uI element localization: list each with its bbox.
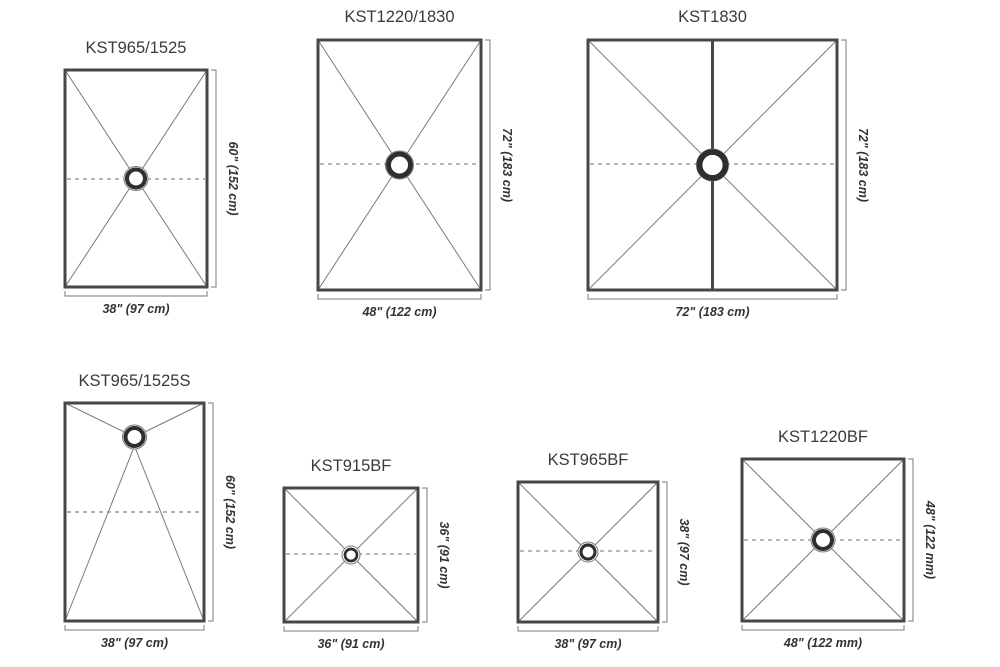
width-dimension-line <box>587 294 838 300</box>
pan-outline <box>740 457 906 623</box>
drain-icon <box>123 425 146 449</box>
slope-line <box>283 487 352 556</box>
slope-line <box>587 39 713 166</box>
width-label: 36" (91 cm) <box>317 637 384 651</box>
slope-line <box>517 551 589 623</box>
height-label: 38" (97 cm) <box>677 518 691 585</box>
height-dimension-line <box>841 39 847 291</box>
slope-line <box>135 69 208 179</box>
width-dimension-line <box>741 625 905 631</box>
pan-outline <box>586 38 839 292</box>
slope-line <box>350 554 419 623</box>
pan-outline <box>316 38 483 292</box>
slope-line <box>587 481 659 553</box>
height-label: 72" (183 cm) <box>856 128 870 202</box>
slope-line <box>712 164 838 291</box>
slope-line <box>822 539 905 622</box>
pan-kst1220-1830: KST1220/1830 48" (122 cm) 72" (183 cm) <box>316 8 514 319</box>
height-dimension-line <box>485 39 491 291</box>
height-label: 72" (183 cm) <box>500 128 514 202</box>
drain-icon <box>343 547 359 563</box>
height-label: 36" (91 cm) <box>437 521 451 588</box>
slope-line <box>135 178 208 288</box>
slope-line <box>134 445 205 622</box>
slope-line <box>712 39 838 166</box>
width-label: 72" (183 cm) <box>675 305 749 319</box>
drain-icon <box>124 167 148 190</box>
pan-kst965bf: KST965BF 38" (97 cm) 38" (97 cm) <box>516 451 691 651</box>
height-dimension-line <box>208 402 214 622</box>
pan-outline <box>63 401 206 623</box>
width-label: 38" (97 cm) <box>554 637 621 651</box>
pan-outline <box>516 480 660 624</box>
slope-line <box>741 458 824 541</box>
pan-kst1830: KST1830 72" (183 cm) 72" (183 cm) <box>586 8 870 319</box>
pan-title: KST915BF <box>311 457 392 475</box>
drain-icon <box>386 151 413 179</box>
height-dimension-line <box>211 69 217 288</box>
width-dimension-line <box>64 625 205 631</box>
pan-kst965-1525: KST965/1525 38" (97 cm) 60" (152 cm) <box>63 39 240 316</box>
slope-line <box>317 39 400 166</box>
pan-title: KST965BF <box>548 451 629 469</box>
pan-title: KST1220BF <box>778 428 868 446</box>
slope-line <box>517 481 589 553</box>
width-label: 38" (97 cm) <box>102 302 169 316</box>
width-dimension-line <box>64 291 208 297</box>
width-label: 48" (122 cm) <box>361 305 436 319</box>
width-dimension-line <box>283 626 419 632</box>
pan-title: KST1830 <box>678 8 747 26</box>
slope-line <box>399 164 482 291</box>
slope-line <box>399 39 482 166</box>
slope-line <box>822 458 905 541</box>
slope-line <box>587 551 659 623</box>
width-label: 38" (97 cm) <box>101 636 168 650</box>
slope-line <box>64 69 137 179</box>
height-label: 60" (152 cm) <box>223 475 237 549</box>
drain-icon <box>579 543 597 561</box>
pan-title: KST965/1525 <box>86 39 187 57</box>
height-dimension-line <box>908 458 914 622</box>
slope-line <box>587 164 713 291</box>
slope-line <box>350 487 419 556</box>
height-dimension-line <box>422 487 428 623</box>
slope-line <box>64 402 135 438</box>
pan-kst965-1525s: KST965/1525S 38" (97 cm) 60" (152 cm) <box>63 372 237 650</box>
pan-outline <box>282 486 420 624</box>
pan-kst1220bf: KST1220BF 48" (122 mm) 48" (122 mm) <box>740 428 937 650</box>
width-label: 48" (122 mm) <box>783 636 862 650</box>
slope-line <box>64 178 137 288</box>
pan-title: KST1220/1830 <box>344 8 454 26</box>
drain-icon <box>811 528 835 552</box>
slope-line <box>317 164 400 291</box>
slope-line <box>64 445 135 622</box>
width-dimension-line <box>517 626 659 632</box>
drain-icon <box>696 149 729 181</box>
height-label: 60" (152 cm) <box>226 141 240 215</box>
pan-kst915bf: KST915BF 36" (91 cm) 36" (91 cm) <box>282 457 451 651</box>
slope-line <box>134 402 205 438</box>
pan-title: KST965/1525S <box>79 372 191 390</box>
slope-line <box>283 554 352 623</box>
height-dimension-line <box>662 481 668 623</box>
width-dimension-line <box>317 294 482 300</box>
pan-outline <box>63 68 209 289</box>
slope-line <box>741 539 824 622</box>
height-label: 48" (122 mm) <box>923 500 937 579</box>
